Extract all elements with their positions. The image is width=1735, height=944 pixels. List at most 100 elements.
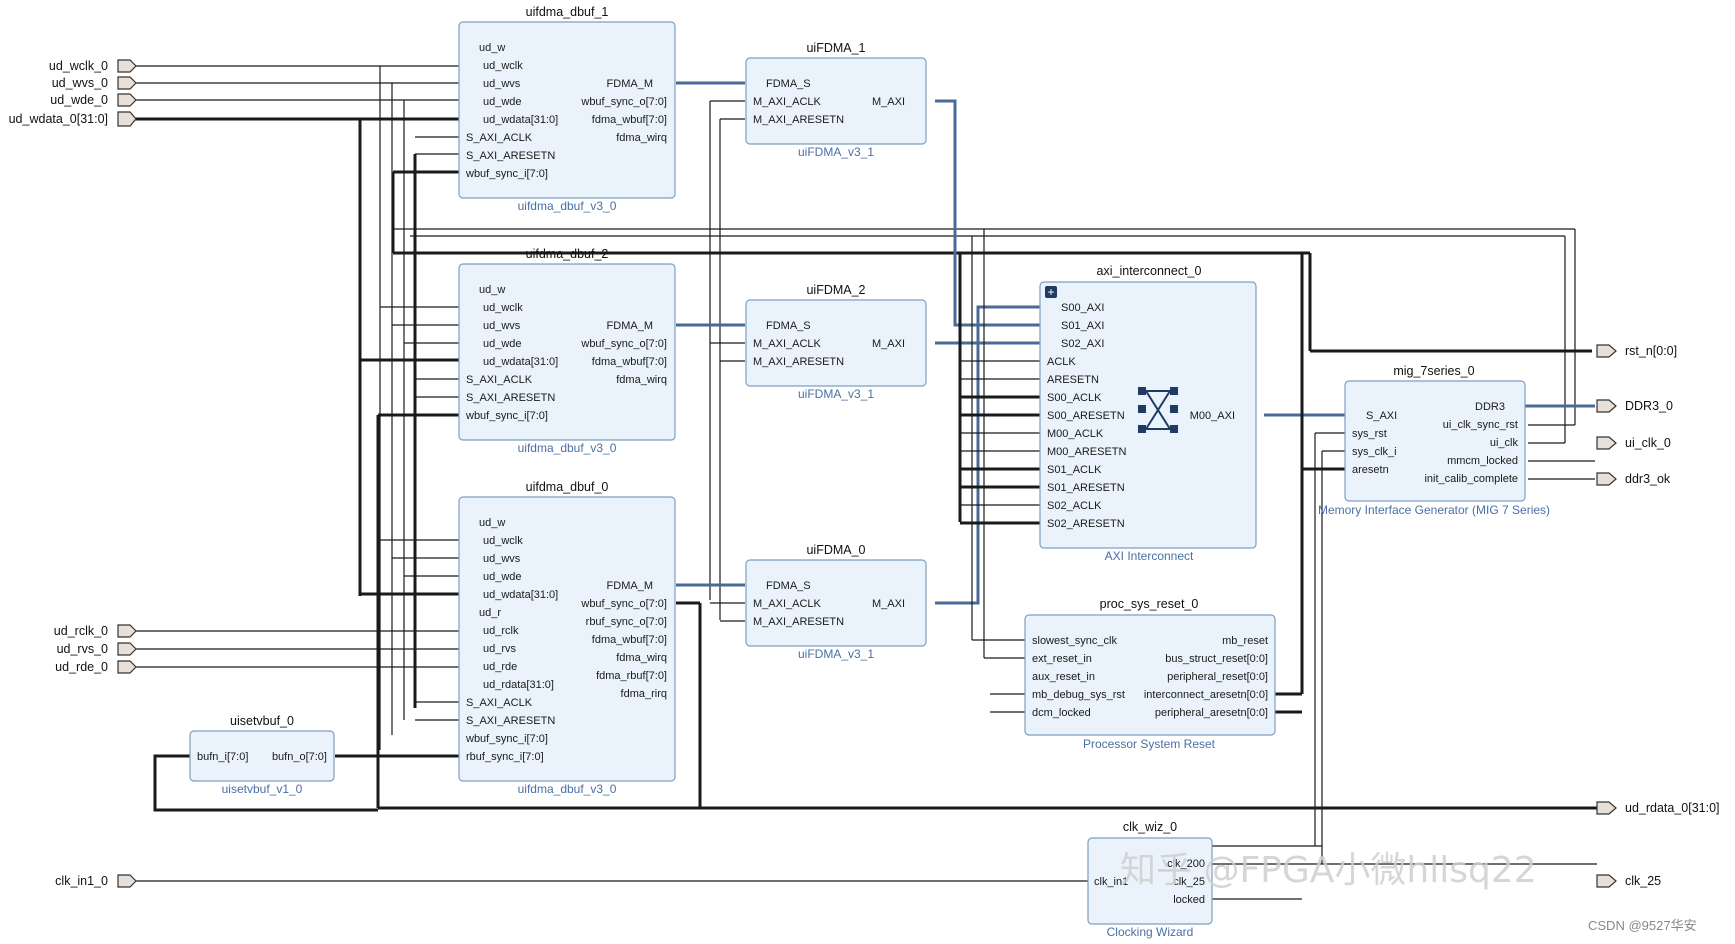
- pin-label: S_AXI_ARESETN: [466, 392, 555, 404]
- port-label-clk-in1: clk_in1_0: [55, 874, 108, 888]
- input-port-icon[interactable]: [117, 111, 137, 127]
- pin-label: ud_w: [479, 284, 505, 296]
- pin-label: M_AXI: [872, 598, 905, 610]
- pin-label: wbuf_sync_i[7:0]: [465, 410, 548, 422]
- port-label-ud-wclk: ud_wclk_0: [49, 59, 108, 73]
- input-port-icon[interactable]: [117, 93, 137, 107]
- port-label-ud-wde: ud_wde_0: [50, 93, 108, 107]
- pin-label: ud_wdata[31:0]: [483, 114, 558, 126]
- block-title: uiFDMA_0: [806, 543, 865, 557]
- pin-label: mmcm_locked: [1447, 455, 1518, 467]
- block-uifdma-0[interactable]: uiFDMA_0 FDMA_S M_AXI_ACLK M_AXI_ARESETN…: [745, 543, 927, 661]
- block-title: axi_interconnect_0: [1097, 264, 1202, 278]
- pin-label: FDMA_S: [766, 580, 811, 592]
- block-subtitle: uifdma_dbuf_v3_0: [518, 441, 617, 455]
- input-port-icon[interactable]: [117, 660, 137, 674]
- pin-label: FDMA_M: [607, 320, 653, 332]
- pin-label: S01_ARESETN: [1047, 482, 1125, 494]
- output-port-icon[interactable]: [1596, 472, 1617, 486]
- pin-label: fdma_wbuf[7:0]: [592, 114, 667, 126]
- pin-label: ud_wdata[31:0]: [483, 589, 558, 601]
- pin-label: clk_25: [1173, 876, 1205, 888]
- block-title: uifdma_dbuf_0: [526, 480, 609, 494]
- input-port-icon[interactable]: [117, 76, 137, 90]
- output-port-icon[interactable]: [1596, 801, 1617, 815]
- pin-label: ud_wclk: [483, 60, 523, 72]
- pin-label: S00_ARESETN: [1047, 410, 1125, 422]
- input-port-icon[interactable]: [117, 874, 137, 888]
- block-uifdma-2[interactable]: uiFDMA_2 FDMA_S M_AXI_ACLK M_AXI_ARESETN…: [745, 283, 927, 401]
- input-port-icon[interactable]: [117, 624, 137, 638]
- pin-label: M_AXI_ARESETN: [753, 114, 844, 126]
- pin-label: ext_reset_in: [1032, 653, 1092, 665]
- pin-label: bufn_i[7:0]: [197, 751, 248, 763]
- block-subtitle: uifdma_dbuf_v3_0: [518, 782, 617, 796]
- pin-label: FDMA_M: [607, 580, 653, 592]
- pin-label: ACLK: [1047, 356, 1076, 368]
- pin-label: ud_wclk: [483, 302, 523, 314]
- pin-label: ud_wde: [483, 571, 522, 583]
- crossbar-icon: [1138, 387, 1178, 433]
- pin-label: DDR3: [1475, 401, 1505, 413]
- pin-label: wbuf_sync_i[7:0]: [465, 733, 548, 745]
- block-title: uisetvbuf_0: [230, 714, 294, 728]
- pin-label: fdma_wbuf[7:0]: [592, 356, 667, 368]
- block-uisetvbuf-0[interactable]: uisetvbuf_0 bufn_i[7:0] bufn_o[7:0] uise…: [189, 714, 335, 796]
- pin-label: S_AXI_ARESETN: [466, 150, 555, 162]
- pin-label: S01_AXI: [1061, 320, 1104, 332]
- input-port-icon[interactable]: [117, 642, 137, 656]
- pin-label: FDMA_M: [607, 78, 653, 90]
- pin-label: M_AXI_ACLK: [753, 598, 822, 610]
- block-uifdma-dbuf-0[interactable]: uifdma_dbuf_0 ud_w ud_wclk ud_wvs ud_wde…: [458, 480, 676, 796]
- pin-label: rbuf_sync_i[7:0]: [466, 751, 544, 763]
- pin-label: ud_wde: [483, 96, 522, 108]
- pin-label: S02_ARESETN: [1047, 518, 1125, 530]
- output-port-icon[interactable]: [1596, 874, 1617, 888]
- pin-label: S_AXI_ACLK: [466, 374, 533, 386]
- block-uifdma-dbuf-1[interactable]: uifdma_dbuf_1 ud_w ud_wclk ud_wvs ud_wde…: [458, 5, 676, 213]
- pin-label: ARESETN: [1047, 374, 1099, 386]
- pin-label: fdma_wirq: [616, 132, 667, 144]
- port-label-clk-25: clk_25: [1625, 874, 1661, 888]
- block-uifdma-dbuf-2[interactable]: uifdma_dbuf_2 ud_w ud_wclk ud_wvs ud_wde…: [458, 247, 676, 455]
- port-label-ud-rdata: ud_rdata_0[31:0]: [1625, 801, 1720, 815]
- block-subtitle: AXI Interconnect: [1105, 549, 1194, 563]
- input-port-icon[interactable]: [117, 59, 137, 73]
- block-axi-interconnect-0[interactable]: axi_interconnect_0 + S00_AXI S01_AXI S02…: [1039, 264, 1257, 563]
- output-port-icon[interactable]: [1596, 344, 1617, 358]
- pin-label: fdma_wbuf[7:0]: [592, 634, 667, 646]
- block-clk-wiz-0[interactable]: clk_wiz_0 clk_in1 clk_200 clk_25 locked …: [1087, 820, 1213, 939]
- output-port-icon[interactable]: [1596, 399, 1617, 413]
- pin-label: M00_AXI: [1190, 410, 1235, 422]
- block-subtitle: Clocking Wizard: [1107, 925, 1194, 939]
- pin-label: sys_clk_i: [1352, 446, 1397, 458]
- pin-label: clk_in1: [1094, 876, 1128, 888]
- pin-label: FDMA_S: [766, 78, 811, 90]
- block-subtitle: uifdma_dbuf_v3_0: [518, 199, 617, 213]
- block-subtitle: Processor System Reset: [1083, 737, 1216, 751]
- block-title: uiFDMA_1: [806, 41, 865, 55]
- pin-label: FDMA_S: [766, 320, 811, 332]
- pin-label: sys_rst: [1352, 428, 1387, 440]
- pin-label: peripheral_aresetn[0:0]: [1155, 707, 1268, 719]
- pin-label: slowest_sync_clk: [1032, 635, 1117, 647]
- block-mig-7series-0[interactable]: mig_7series_0 S_AXI sys_rst sys_clk_i ar…: [1318, 364, 1550, 517]
- pin-label: S00_ACLK: [1047, 392, 1102, 404]
- pin-label: ud_w: [479, 42, 505, 54]
- port-label-ud-rde: ud_rde_0: [55, 660, 108, 674]
- output-port-icon[interactable]: [1596, 436, 1617, 450]
- block-uifdma-1[interactable]: uiFDMA_1 FDMA_S M_AXI_ACLK M_AXI_ARESETN…: [745, 41, 927, 159]
- pin-label: wbuf_sync_i[7:0]: [465, 168, 548, 180]
- expand-icon[interactable]: [1045, 286, 1057, 298]
- external-outputs: rst_n[0:0] DDR3_0 ui_clk_0 ddr3_ok ud_rd…: [1596, 344, 1720, 888]
- pin-label: ud_wde: [483, 338, 522, 350]
- pin-label: M_AXI_ACLK: [753, 338, 822, 350]
- port-label-ud-rclk: ud_rclk_0: [54, 624, 108, 638]
- pin-label: fdma_wirq: [616, 652, 667, 664]
- block-proc-sys-reset-0[interactable]: proc_sys_reset_0 slowest_sync_clk ext_re…: [1024, 597, 1276, 751]
- plus-icon: +: [1047, 285, 1054, 299]
- block-subtitle: uisetvbuf_v1_0: [222, 782, 303, 796]
- pin-label: ud_wdata[31:0]: [483, 356, 558, 368]
- block-title: uifdma_dbuf_1: [526, 5, 609, 19]
